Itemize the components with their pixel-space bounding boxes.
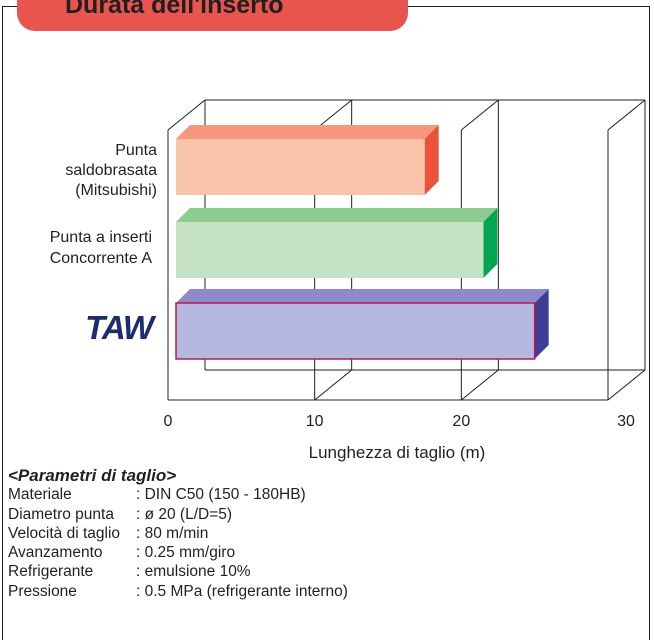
bar-side bbox=[483, 208, 498, 278]
parameters-title: <Parametri di taglio> bbox=[8, 466, 177, 485]
parameter-value: : emulsione 10% bbox=[136, 563, 251, 581]
parameter-row: Materiale : DIN C50 (150 - 180HB) bbox=[8, 485, 348, 504]
parameter-value: : 80 m/min bbox=[136, 524, 209, 542]
parameter-row: Diametro punta : ø 20 (L/D=5) bbox=[8, 505, 348, 524]
x-tick-label: 20 bbox=[452, 413, 470, 430]
bar-top bbox=[176, 289, 549, 303]
grid-floor-line bbox=[461, 369, 499, 401]
x-tick-label: 30 bbox=[617, 413, 635, 430]
bar bbox=[176, 222, 484, 278]
cutting-parameters: <Parametri di taglio> Materiale : DIN C50… bbox=[8, 466, 348, 601]
parameter-row: Refrigerante : emulsione 10% bbox=[8, 562, 348, 581]
bar-top bbox=[176, 125, 439, 139]
grid-top-line bbox=[461, 99, 499, 131]
parameter-row: Pressione : 0.5 MPa (refrigerante interno… bbox=[8, 582, 348, 601]
parameter-row: Avanzamento : 0.25 mm/giro bbox=[8, 543, 348, 562]
parameter-name: Velocità di taglio bbox=[8, 524, 121, 542]
title-tab bbox=[17, 0, 408, 31]
parameter-value: : 0.25 mm/giro bbox=[136, 544, 236, 562]
parameter-name: Diametro punta bbox=[8, 505, 114, 523]
parameter-name: Refrigerante bbox=[8, 563, 94, 581]
x-axis-label: Lunghezza di taglio (m) bbox=[309, 443, 486, 462]
category-label: (Mitsubishi) bbox=[75, 182, 157, 199]
category-label: saldobrasata bbox=[65, 162, 157, 179]
parameter-name: Avanzamento bbox=[8, 544, 103, 562]
bar-chart: Punta saldobrasata (Mitsubishi) Punta a ins… bbox=[50, 99, 646, 462]
taw-logo: TAW bbox=[85, 309, 157, 346]
top-left-edge bbox=[167, 99, 206, 131]
grid-floor-line bbox=[607, 369, 646, 401]
category-label: Punta a inserti bbox=[50, 229, 152, 246]
bar bbox=[176, 139, 425, 195]
parameter-value: : DIN C50 (150 - 180HB) bbox=[136, 486, 306, 504]
parameter-value: : ø 20 (L/D=5) bbox=[136, 505, 233, 523]
parameter-name: Pressione bbox=[8, 582, 77, 600]
parameter-row: Velocità di taglio : 80 m/min bbox=[8, 524, 348, 543]
category-labels: Punta saldobrasata (Mitsubishi) Punta a ins… bbox=[50, 142, 158, 346]
x-tick-labels: 0 10 20 30 bbox=[164, 413, 635, 430]
bar bbox=[175, 302, 536, 360]
parameter-value: : 0.5 MPa (refrigerante interno) bbox=[136, 582, 348, 600]
category-label: Punta bbox=[115, 142, 157, 159]
bar-side bbox=[534, 289, 549, 359]
parameters-list: Materiale: DIN C50 (150 - 180HB)Diametro… bbox=[8, 485, 348, 601]
grid-floor-line bbox=[314, 369, 352, 401]
bar-side bbox=[424, 125, 439, 195]
category-label: Concorrente A bbox=[50, 250, 153, 267]
chart-bars bbox=[175, 125, 549, 360]
parameter-name: Materiale bbox=[8, 486, 72, 504]
page-title: Durata dell'inserto bbox=[65, 0, 284, 19]
x-tick-label: 0 bbox=[164, 413, 173, 430]
grid-top-line bbox=[607, 99, 646, 131]
bar-top bbox=[176, 208, 498, 222]
x-tick-label: 10 bbox=[306, 413, 324, 430]
